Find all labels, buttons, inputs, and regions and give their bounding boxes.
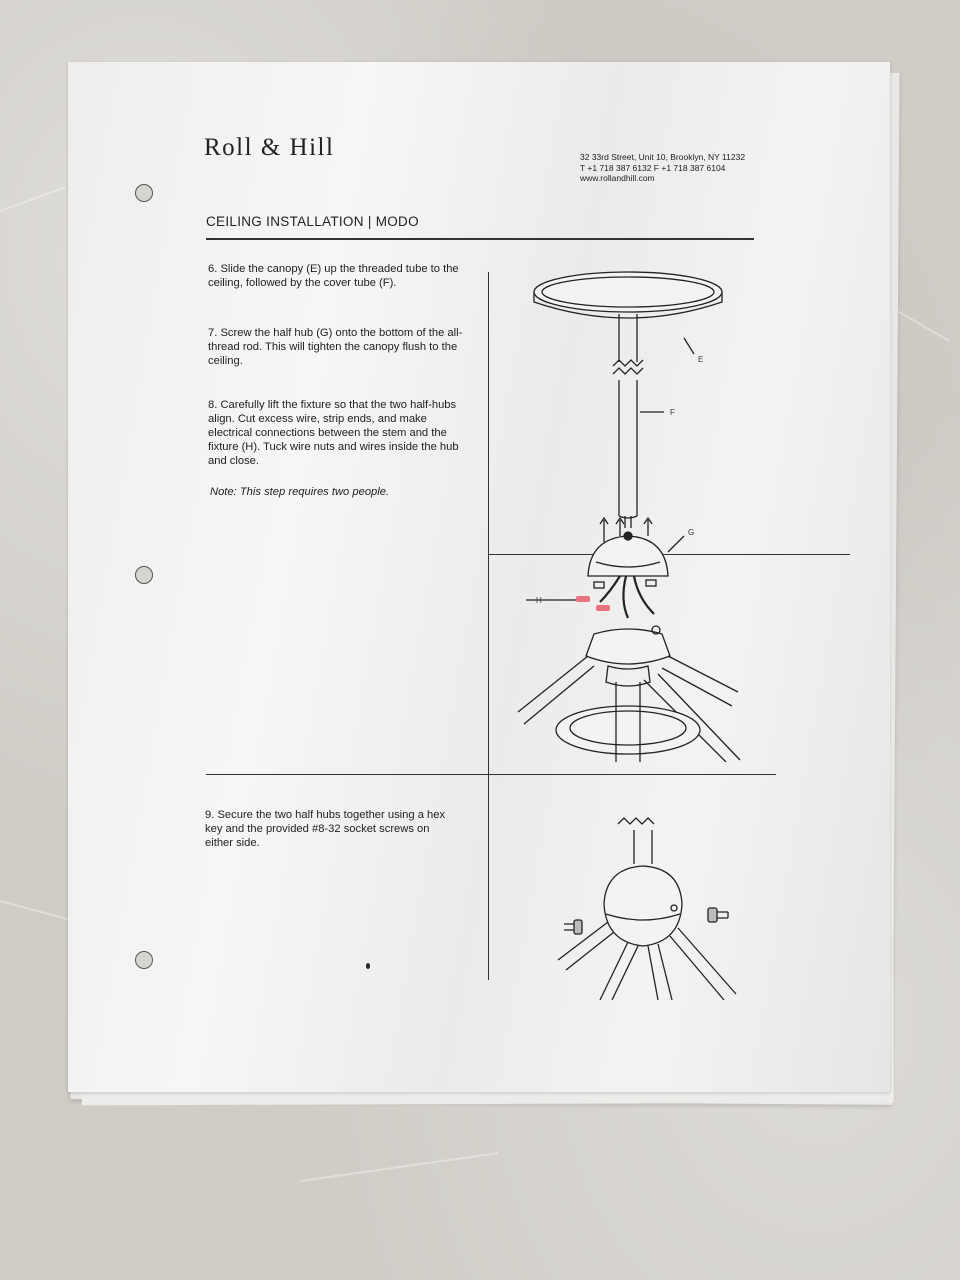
half-hub-drawing	[587, 531, 669, 577]
marble-vein	[299, 1152, 499, 1182]
rod-break	[617, 817, 655, 825]
assembly-diagram-step-9	[557, 817, 737, 1001]
callout-line-g	[667, 535, 685, 553]
callout-h: H	[536, 596, 542, 605]
address-line-2: T +1 718 387 6132 F +1 718 387 6104	[580, 162, 726, 173]
title-divider	[206, 238, 754, 240]
row-divider	[206, 774, 776, 776]
callout-f: F	[670, 408, 675, 417]
punch-hole-middle	[135, 566, 153, 584]
cover-tube-drawing	[612, 314, 644, 519]
callout-line-e	[683, 337, 695, 355]
step-9: 9. Secure the two half hubs together usi…	[205, 809, 446, 849]
row-divider-diagram	[488, 554, 850, 556]
column-divider	[488, 272, 490, 980]
marble-vein	[0, 186, 67, 212]
step-7: 7. Screw the half hub (G) onto the botto…	[208, 327, 463, 367]
canopy-drawing	[533, 271, 723, 319]
hub-drawing	[603, 865, 683, 947]
socket-screw-right	[707, 907, 729, 923]
address-line-1: 32 33rd Street, Unit 10, Brooklyn, NY 11…	[580, 152, 746, 162]
punch-hole-top	[135, 184, 153, 202]
ink-speck	[366, 963, 370, 969]
marble-vein	[0, 900, 78, 923]
assembly-diagram-steps-6-8: E F G H	[517, 271, 741, 762]
callout-g: G	[688, 528, 694, 537]
wire-nuts	[576, 596, 610, 611]
fixture-hub-drawing	[517, 625, 741, 762]
brand-logo: Roll & Hill	[204, 134, 335, 161]
wires-drawing	[593, 575, 657, 619]
callout-e: E	[698, 355, 703, 364]
section-title: CEILING INSTALLATION | MODO	[206, 214, 419, 229]
shade-drawing	[555, 682, 701, 762]
cover-tube-drawing	[633, 830, 653, 864]
address-line-3: www.rollandhill.com	[580, 173, 655, 183]
arms-drawing	[557, 921, 737, 1001]
socket-screw-left	[564, 919, 583, 935]
punch-hole-bottom	[135, 951, 153, 969]
lift-arrows	[599, 516, 653, 542]
company-address: 32 33rd Street, Unit 10, Brooklyn, NY 11…	[580, 152, 745, 184]
step-6: 6. Slide the canopy (E) up the threaded …	[208, 263, 459, 289]
step-8-note: Note: This step requires two people.	[210, 486, 390, 498]
instruction-sheet: Roll & Hill 32 33rd Street, Unit 10, Bro…	[68, 62, 890, 1092]
step-8: 8. Carefully lift the fixture so that th…	[208, 399, 459, 467]
